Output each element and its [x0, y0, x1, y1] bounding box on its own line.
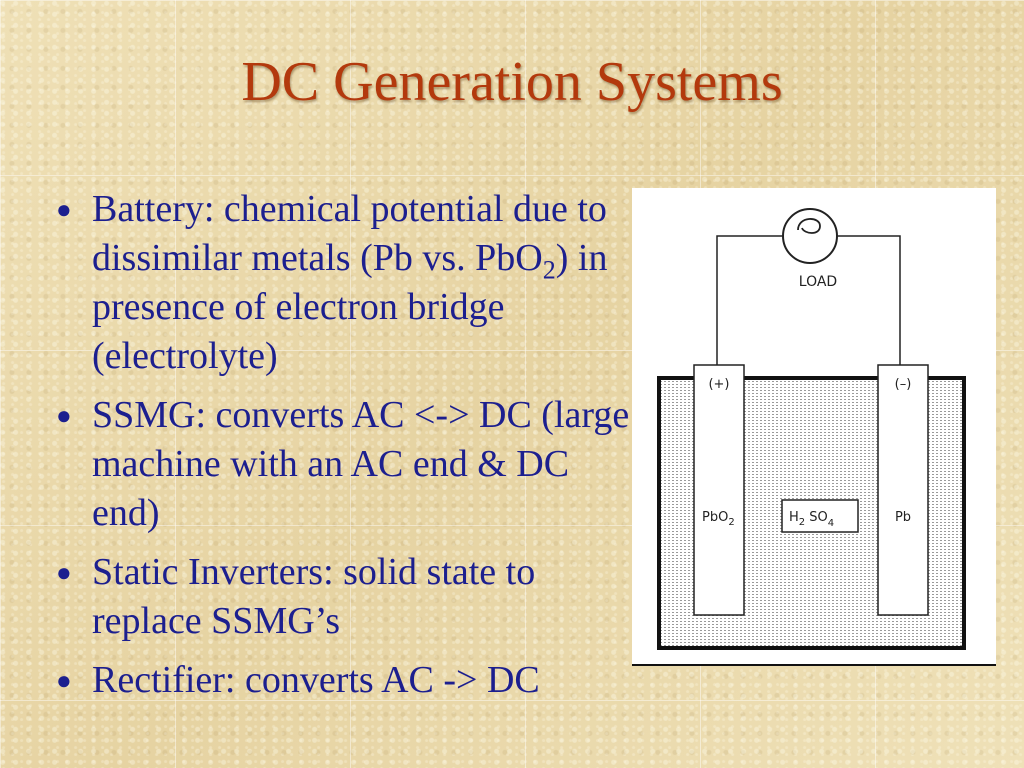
positive-plate — [693, 364, 745, 616]
bullet-text: SSMG: converts AC <-> DC (large machine … — [92, 394, 630, 534]
negative-plate — [877, 364, 929, 616]
battery-diagram: LOAD (+) (–) PbO2 Pb H2 SO4 — [632, 188, 996, 666]
bullet-item: ● Static Inverters: solid state to replac… — [50, 548, 640, 646]
electrolyte-label: H2 SO4 — [789, 510, 834, 529]
bullet-item: ● SSMG: converts AC <-> DC (large machine… — [50, 391, 640, 538]
bullet-dot-icon: ● — [56, 195, 72, 224]
electrolyte-label-box — [781, 499, 859, 533]
bullet-text: Rectifier: converts AC -> DC — [92, 659, 540, 701]
bullet-dot-icon: ● — [56, 401, 72, 430]
bullet-text: Static Inverters: solid state to replace… — [92, 551, 536, 642]
wire-left — [716, 235, 784, 365]
slide-title: DC Generation Systems — [241, 51, 783, 113]
positive-terminal-label: (+) — [708, 377, 729, 392]
subscript-text: 2 — [542, 255, 556, 285]
negative-plate-label: Pb — [895, 510, 911, 525]
bullet-text: Battery: chemical potential due to dissi… — [92, 188, 607, 279]
positive-plate-label: PbO2 — [702, 510, 735, 528]
bullet-list: ● Battery: chemical potential due to diss… — [50, 185, 640, 715]
wire-right — [837, 235, 901, 365]
battery-diagram-svg: LOAD (+) (–) PbO2 Pb H2 SO4 — [657, 208, 966, 650]
load-label: LOAD — [799, 274, 837, 290]
bullet-dot-icon: ● — [56, 558, 72, 587]
bullet-item: ● Rectifier: converts AC -> DC — [50, 656, 640, 705]
bullet-item: ● Battery: chemical potential due to diss… — [50, 185, 640, 381]
negative-terminal-label: (–) — [895, 377, 912, 392]
bullet-text: ) in presence of electron bridge (electr… — [92, 237, 608, 377]
diagram-baseline — [632, 664, 996, 666]
bullet-dot-icon: ● — [56, 666, 72, 695]
load-lamp-icon — [782, 208, 838, 264]
